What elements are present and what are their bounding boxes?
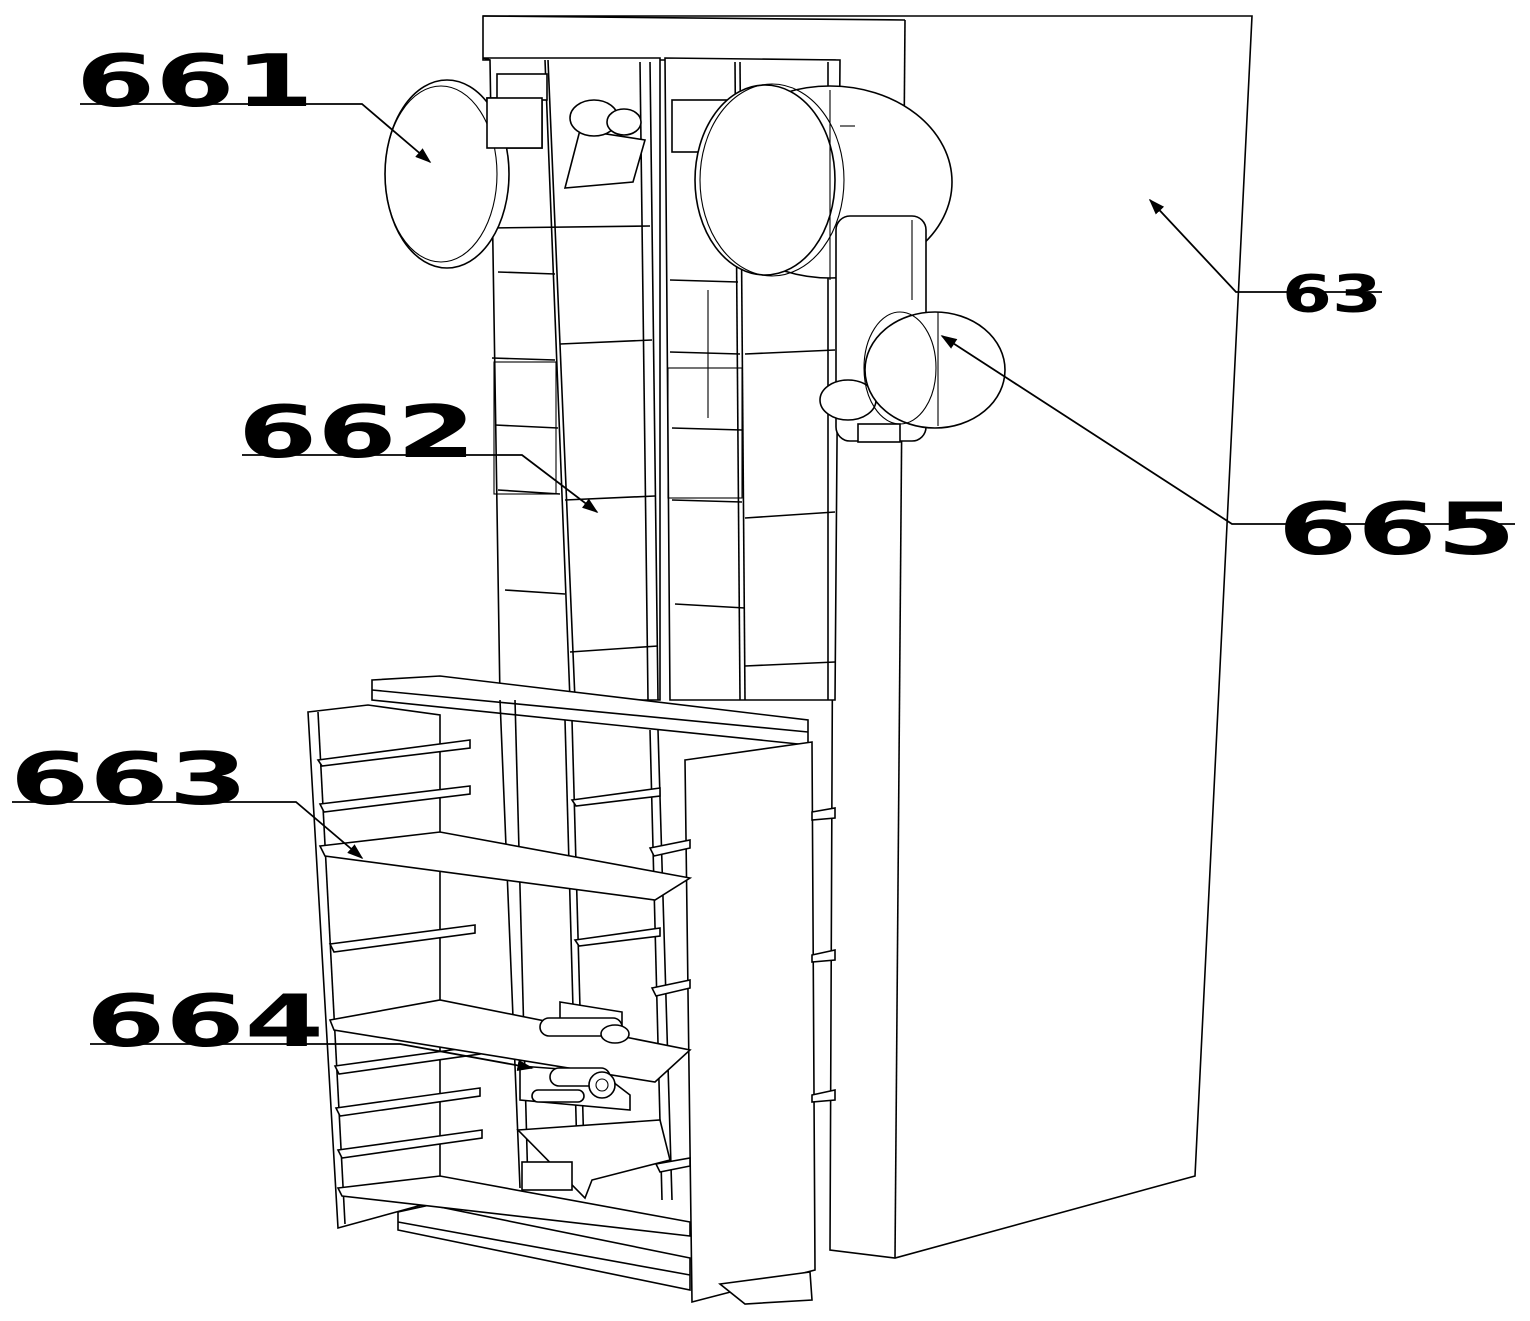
label-664: 664 — [86, 979, 324, 1063]
disc-661-left — [384, 79, 543, 269]
label-662: 662 — [238, 390, 476, 474]
disc-665-assembly — [819, 215, 1006, 443]
shelf-cabinet — [307, 675, 836, 1305]
label-663: 663 — [10, 737, 248, 821]
drive-mechanism-664 — [519, 1001, 631, 1111]
label-63: 63 — [1282, 265, 1382, 325]
label-661: 661 — [76, 39, 314, 123]
label-665: 665 — [1278, 487, 1516, 571]
leader-lines — [12, 103, 1515, 1071]
